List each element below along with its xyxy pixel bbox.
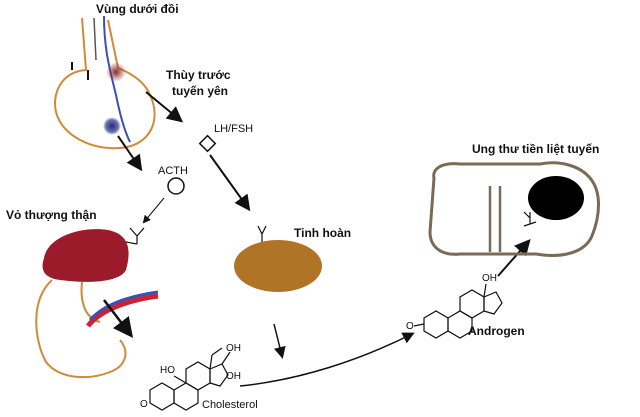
arrow-to-acth [117,135,143,172]
tumor-receptor-icon [523,211,537,227]
hypothalamus-pituitary-shape [54,15,156,150]
portal-vessel [103,15,131,143]
prostate-outline [428,161,600,257]
gland-outline [54,17,156,150]
arrow-cholesterol-to-androgen [239,332,415,387]
lhfsh-symbol [198,134,217,153]
label-oxo-cholesterol: O [140,399,148,410]
arrow-adrenal-to-cholesterol [103,299,134,338]
androgen-structure [413,283,503,339]
label-adrenal-cortex: Vỏ thượng thận [6,208,97,222]
vessel-red [86,293,159,328]
pituitary-blue-spot [103,117,121,135]
adrenal-cortex-shape [42,229,129,282]
arrow-to-adrenal [142,197,165,224]
label-hypothalamus: Vùng dưới đồi [96,2,179,16]
testis-receptor-icon [257,225,267,242]
label-androgen: Androgen [468,324,525,338]
label-prostate-cancer: Ung thư tiền liệt tuyến [472,142,600,156]
label-oh-cholesterol-top: OH [226,343,241,354]
cholesterol-structure [149,347,231,411]
label-cholesterol: Cholesterol [202,399,258,411]
arrow-testis-down [273,323,286,359]
label-oh-androgen: OH [482,273,497,284]
label-ho-cholesterol: HO [160,365,175,376]
arrow-androgen-to-prostate [497,239,531,277]
kidney-outline [35,279,127,379]
testis-shape [234,240,322,292]
vessel-blue [88,290,159,322]
label-lh-fsh: LH/FSH [214,123,254,135]
stalk-line [93,17,97,61]
label-testis: Tinh hoàn [294,226,352,240]
arrow-to-lhfsh [145,91,184,123]
acth-symbol [167,177,185,195]
label-oh-cholesterol-right: OH [226,371,241,382]
label-acth: ACTH [158,165,188,177]
label-pituitary-line1: Thùy trước [166,68,231,82]
arrow-to-testis [209,154,251,212]
hypothalamus-red-spot [106,62,126,82]
adrenal-receptor-icon [125,227,145,245]
label-pituitary-line2: tuyến yên [172,84,229,98]
label-oxo-androgen: O [406,321,414,332]
tumor-shape [528,176,584,220]
